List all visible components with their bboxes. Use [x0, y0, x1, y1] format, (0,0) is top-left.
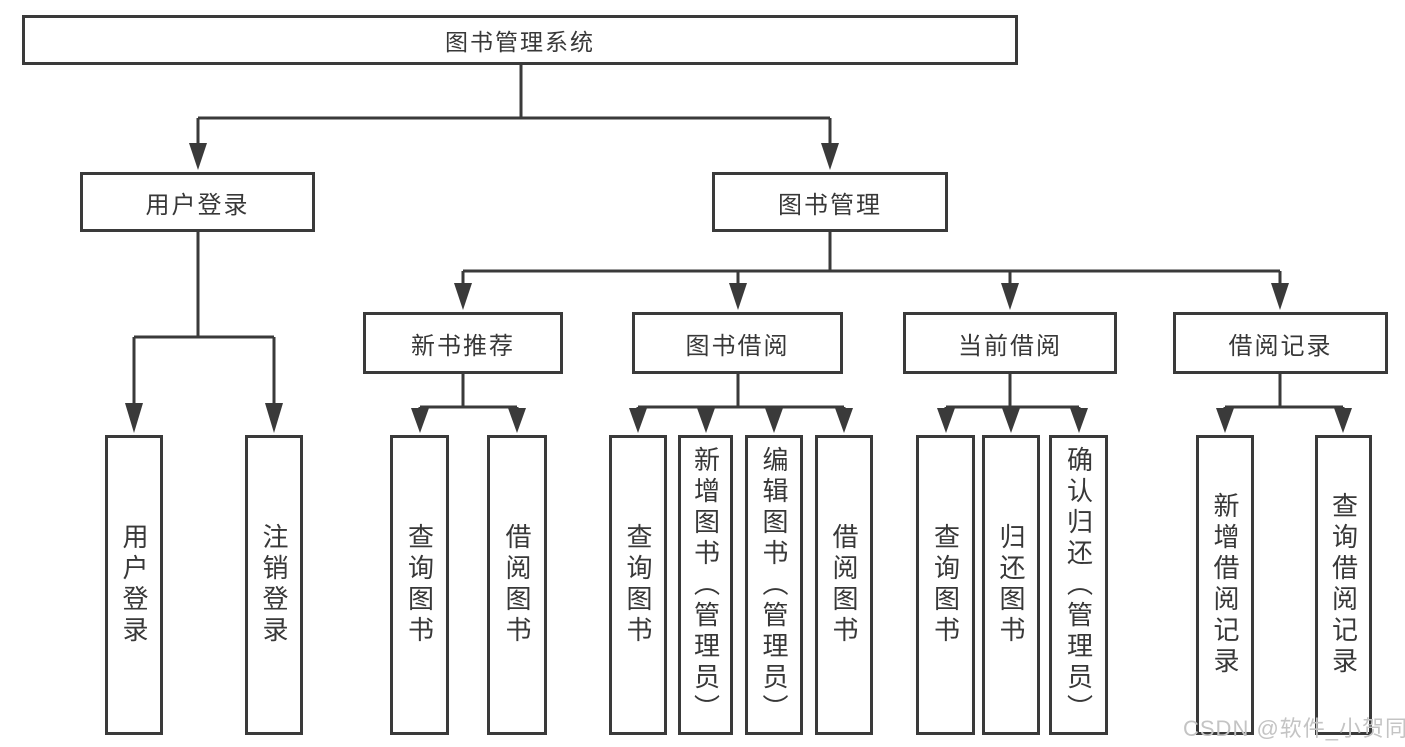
- leaf-borrow-edit-books-admin: 编辑图书（管理员）: [745, 435, 803, 735]
- leaf-borrow-edit-books-admin-label: 编辑图书（管理员）: [759, 445, 789, 725]
- csdn-watermark: CSDN @软件_小贺同学: [1183, 716, 1405, 741]
- connector-root-to-level2: [189, 65, 839, 170]
- leaf-records-add-record-label: 新增借阅记录: [1210, 492, 1240, 678]
- node-user-login: 用户登录: [80, 172, 315, 232]
- leaf-newbooks-query-books: 查询图书: [390, 435, 449, 735]
- leaf-borrow-borrow-books-label: 借阅图书: [829, 523, 859, 647]
- leaf-current-return-books-label: 归还图书: [996, 523, 1026, 647]
- connector-current-borrow-to-leaves: [937, 373, 1088, 433]
- leaf-current-query-books-label: 查询图书: [930, 523, 961, 647]
- node-current-borrowing-label: 当前借阅: [958, 332, 1062, 360]
- node-new-book-recommend-label: 新书推荐: [411, 332, 515, 360]
- node-borrowing-records-label: 借阅记录: [1228, 332, 1333, 360]
- leaf-newbooks-query-books-label: 查询图书: [404, 523, 435, 647]
- connector-book-mgmt-to-level3: [454, 231, 1289, 310]
- leaf-user-login: 用户登录: [105, 435, 163, 735]
- connector-new-books-to-leaves: [411, 373, 526, 433]
- node-current-borrowing: 当前借阅: [903, 312, 1117, 374]
- node-book-borrowing-label: 图书借阅: [685, 332, 790, 360]
- leaf-records-add-record: 新增借阅记录: [1196, 435, 1254, 735]
- leaf-user-login-label: 用户登录: [119, 523, 149, 647]
- node-root-label: 图书管理系统: [445, 29, 595, 55]
- leaf-records-query-record-label: 查询借阅记录: [1328, 492, 1359, 678]
- leaf-newbooks-borrow-books-label: 借阅图书: [502, 523, 532, 647]
- node-root: 图书管理系统: [22, 15, 1018, 65]
- leaf-current-confirm-return-admin-label: 确认归还（管理员）: [1063, 445, 1094, 725]
- connector-user-login-to-leaves: [125, 231, 283, 433]
- leaf-records-query-record: 查询借阅记录: [1315, 435, 1372, 735]
- leaf-borrow-query-books: 查询图书: [609, 435, 667, 735]
- leaf-borrow-add-books-admin-label: 新增图书（管理员）: [690, 445, 721, 725]
- leaf-current-confirm-return-admin: 确认归还（管理员）: [1049, 435, 1108, 735]
- leaf-borrow-borrow-books: 借阅图书: [815, 435, 873, 735]
- node-new-book-recommend: 新书推荐: [363, 312, 563, 374]
- node-book-borrowing: 图书借阅: [632, 312, 843, 374]
- node-user-login-label: 用户登录: [145, 191, 250, 219]
- leaf-current-query-books: 查询图书: [916, 435, 975, 735]
- node-book-management-label: 图书管理: [778, 191, 882, 219]
- leaf-logout-label: 注销登录: [259, 523, 289, 647]
- connector-borrow-records-to-leaves: [1216, 373, 1352, 433]
- leaf-logout: 注销登录: [245, 435, 303, 735]
- leaf-current-return-books: 归还图书: [982, 435, 1040, 735]
- node-borrowing-records: 借阅记录: [1173, 312, 1388, 374]
- node-book-management: 图书管理: [712, 172, 948, 232]
- leaf-newbooks-borrow-books: 借阅图书: [487, 435, 547, 735]
- connector-book-borrow-to-leaves: [629, 373, 853, 433]
- leaf-borrow-add-books-admin: 新增图书（管理员）: [678, 435, 733, 735]
- leaf-borrow-query-books-label: 查询图书: [623, 523, 653, 647]
